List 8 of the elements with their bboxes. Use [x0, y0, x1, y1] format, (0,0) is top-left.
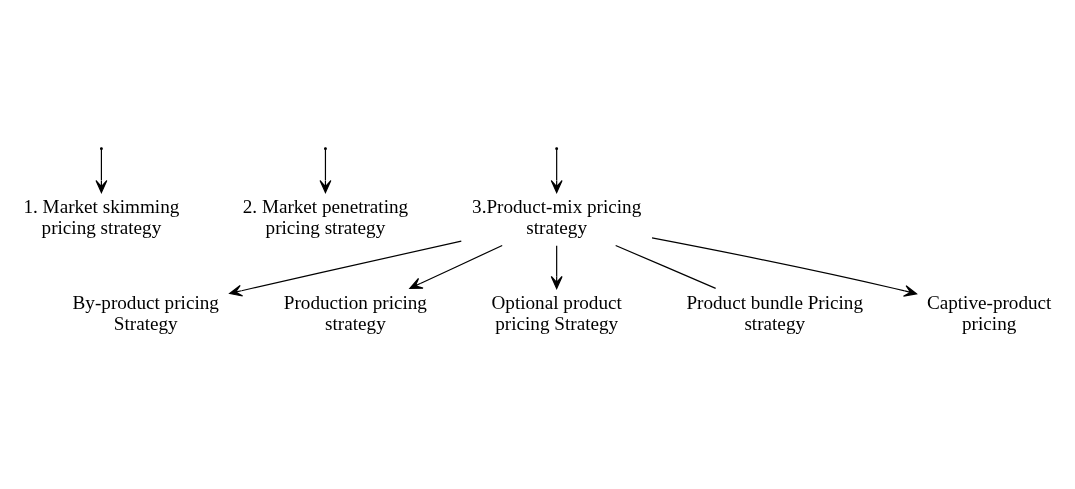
- node-text: 1. Market skimming pricing strategy: [23, 195, 180, 239]
- node-text: 3.Product-mix pricing strategy: [472, 195, 642, 239]
- node-text: Optional product pricing Strategy: [491, 291, 622, 335]
- node-text: Product bundle Pricing strategy: [686, 291, 864, 335]
- node-text: Captive-product pricing: [926, 291, 1052, 335]
- node-text: By-product pricing Strategy: [72, 291, 219, 335]
- node-text: 2. Market penetrating pricing strategy: [242, 195, 409, 239]
- node-text: Production pricing strategy: [283, 291, 427, 335]
